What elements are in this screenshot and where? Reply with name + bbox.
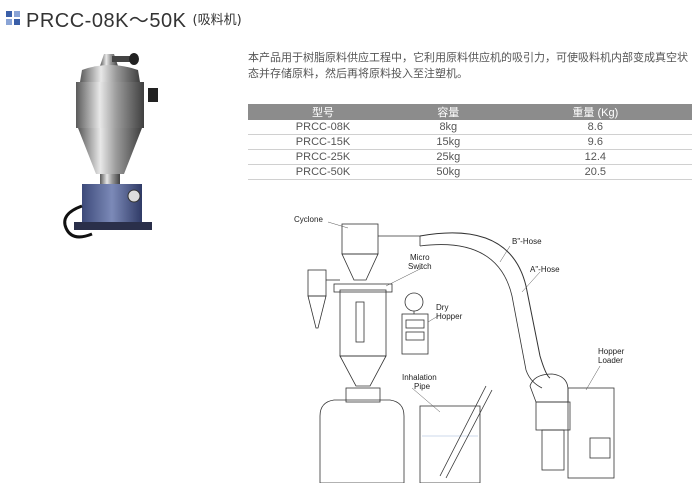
cell-weight: 12.4: [498, 149, 692, 165]
label-micro-switch-1: Micro: [410, 253, 430, 262]
table-header-row: 型号 容量 重量 (Kg): [248, 104, 692, 120]
installation-diagram: Cyclone Micro Switch Dry Hopper B"-Hose …: [294, 215, 625, 483]
leader-lines: [327, 221, 601, 413]
cell-weight: 9.6: [498, 134, 692, 150]
product-photo: [63, 53, 158, 239]
cell-model: PRCC-08K: [248, 120, 398, 135]
col-header-capacity: 容量: [398, 104, 499, 120]
label-a-hose: A"-Hose: [530, 265, 560, 274]
table-row: PRCC-08K 8kg 8.6: [248, 120, 692, 135]
cell-model: PRCC-15K: [248, 134, 398, 150]
label-cyclone: Cyclone: [294, 215, 323, 224]
label-inhalation-1: Inhalation: [402, 373, 437, 382]
diagram-drawing: [307, 223, 615, 483]
table-row: PRCC-25K 25kg 12.4: [248, 149, 692, 165]
cell-capacity: 15kg: [398, 134, 499, 150]
page-header: PRCC-08K～50K (吸料机): [6, 4, 242, 32]
col-header-weight: 重量 (Kg): [498, 104, 692, 120]
label-micro-switch-2: Switch: [408, 262, 432, 271]
cell-weight: 8.6: [498, 120, 692, 135]
cell-model: PRCC-25K: [248, 149, 398, 165]
label-dry-hopper-1: Dry: [436, 303, 448, 312]
cell-capacity: 25kg: [398, 149, 499, 165]
label-dry-hopper-2: Hopper: [436, 312, 463, 321]
table-row: PRCC-15K 15kg 9.6: [248, 134, 692, 150]
spec-table: 型号 容量 重量 (Kg) PRCC-08K 8kg 8.6 PRCC-15K …: [248, 104, 692, 180]
product-title: PRCC-08K～50K: [26, 9, 187, 32]
label-hopper-loader-1: Hopper: [598, 347, 625, 356]
section-icon: [6, 11, 20, 25]
cell-model: PRCC-50K: [248, 164, 398, 180]
cell-weight: 20.5: [498, 164, 692, 180]
label-b-hose: B"-Hose: [512, 237, 542, 246]
label-hopper-loader-2: Loader: [598, 356, 623, 365]
table-row: PRCC-50K 50kg 20.5: [248, 164, 692, 180]
cell-capacity: 50kg: [398, 164, 499, 180]
product-description: 本产品用于树脂原料供应工程中，它利用原料供应机的吸引力，可使吸料机内部变成真空状…: [248, 51, 688, 80]
col-header-model: 型号: [248, 104, 398, 120]
cell-capacity: 8kg: [398, 120, 499, 135]
product-subtitle: (吸料机): [192, 12, 242, 28]
label-inhalation-2: Pipe: [414, 382, 431, 391]
